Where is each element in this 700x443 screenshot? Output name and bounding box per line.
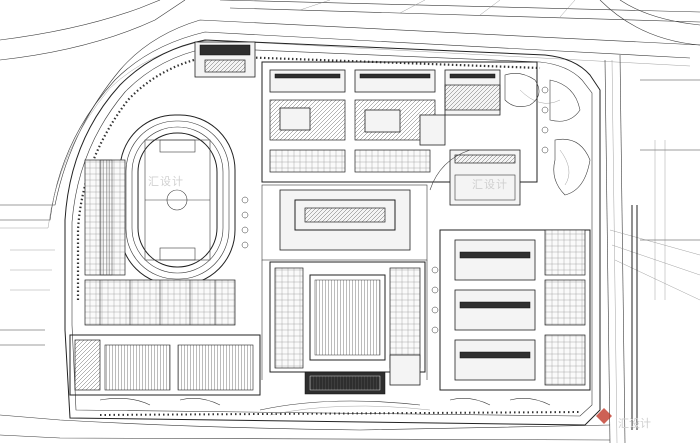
northeast-landscape — [429, 73, 591, 206]
northwest-building — [194, 41, 256, 78]
corner-logo-icon — [596, 408, 612, 424]
watermark-corner: 汇设计 — [618, 417, 651, 430]
south-landscape — [99, 398, 551, 416]
east-dormitories — [439, 229, 591, 391]
southwest-buildings — [69, 334, 261, 396]
central-building — [261, 184, 428, 380]
watermark-right: 汇设计 — [472, 178, 508, 191]
sports-field — [119, 114, 236, 286]
scattered-trees — [241, 86, 549, 334]
perimeter-trees — [76, 54, 581, 416]
west-courts — [84, 159, 236, 326]
north-teaching-blocks — [261, 61, 538, 183]
central-auditorium — [269, 261, 426, 395]
site-boundary — [64, 39, 601, 426]
watermark-left: 汇设计 — [148, 175, 184, 188]
